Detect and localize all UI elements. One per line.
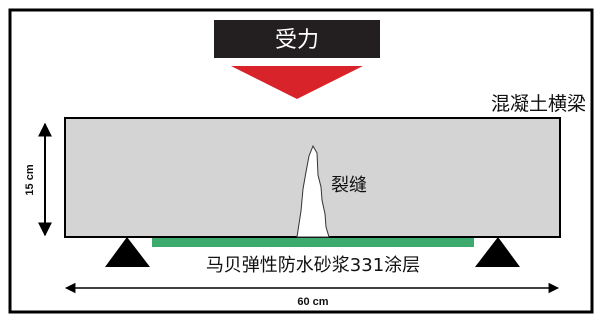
load-label: 受力 [275,28,319,53]
coating-label: 马贝弹性防水砂浆331涂层 [206,255,420,276]
left-support [105,237,150,267]
crack-label: 裂缝 [331,175,367,196]
load-arrow [231,66,363,99]
height-label: 15 cm [24,164,36,195]
length-label: 60 cm [297,296,328,308]
right-support [475,237,520,267]
load-label-box [214,20,380,58]
beam-label: 混凝土横梁 [491,93,586,115]
crack [296,144,330,238]
coating-strip [152,238,474,247]
